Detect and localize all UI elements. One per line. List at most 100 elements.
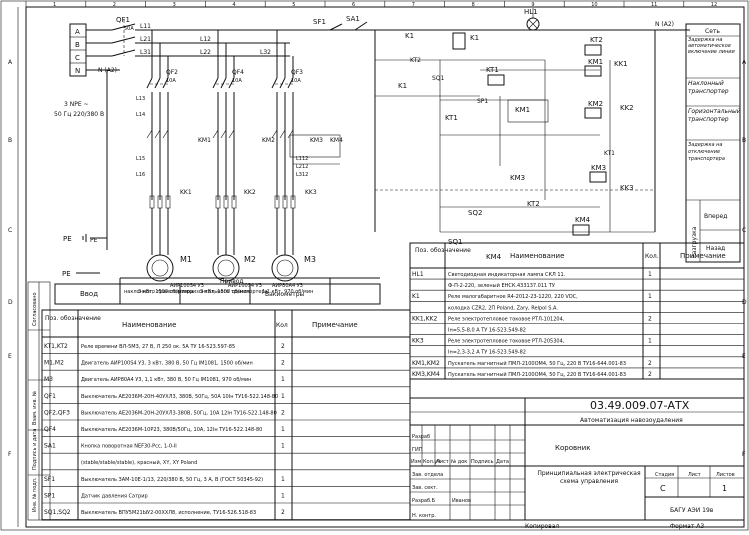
km3-label: KM3 (591, 164, 606, 172)
ltable-pos: SP1 (44, 492, 55, 499)
panel-back: Назад (706, 245, 725, 252)
rtable-pos: KK1,KK2 (412, 315, 437, 322)
panel-horiz: Горизонтальный транспортер (688, 108, 740, 123)
rtable-name: Iн=2,3-3,2 А ТУ 16-523.549-82 (448, 350, 526, 356)
motor-m3 (271, 254, 299, 282)
column-label: 1 (53, 2, 56, 8)
km4-label: KM4 (575, 216, 591, 224)
ltable-name: Двигатель АИР100S4 У3, 3 кВт, 380 В, 50 … (81, 361, 253, 367)
wire-label: L13 (136, 96, 145, 102)
ltable-name: Выключатель ЗАМ-10Е-1/13, 220/380 В, 50 … (81, 477, 263, 483)
row-label-a-right: A (742, 59, 747, 66)
rev-col: Подпись (471, 459, 494, 465)
ltable-pos: QF4 (44, 426, 56, 433)
panel-incline: Наклонный транспортер (688, 80, 729, 95)
column-label: 6 (352, 2, 355, 8)
panel-forward: Вперед (704, 213, 727, 220)
km3-branch: KM3 (310, 137, 323, 144)
function-panel: Сеть Задержка на автоматическое включени… (685, 23, 741, 263)
ltable-pos: SF1 (44, 476, 55, 483)
panel-net: Сеть (705, 28, 720, 35)
wire-l32: L32 (260, 49, 271, 56)
role-label: Зав. отдела (412, 472, 443, 478)
ltable-pos: KT1,KT2 (44, 343, 68, 350)
m1-spec: АИР100S4 У3 (170, 283, 204, 289)
ltable-name: Выключатель АЕ2036М-10Р23, 380В/50Гц, 10… (81, 427, 262, 433)
supply-spec: 3 NPE ~ (64, 101, 89, 108)
ltable-name: Датчик давления Сатрир (81, 493, 148, 499)
role-label: Разраб (412, 434, 430, 440)
ltable-h-note: Примечание (312, 321, 358, 329)
km4-contact: KM4 (486, 253, 502, 261)
ltable-name: Кнопка поворотная NEF30-Pcc, 1-0-II (81, 444, 177, 450)
drive-cell-horiz: горизонтального транспортера (184, 289, 268, 295)
k1-coil (452, 32, 466, 50)
ltable-name: Реле времени ВЛ-5М3, 27 В, Л 250 ок. 5А … (81, 344, 235, 350)
drawing-title: Принципиальная электрическая схема управ… (537, 470, 641, 485)
row-label-f: F (8, 451, 12, 458)
motor-m2 (212, 254, 240, 282)
ltable-qty: 2 (281, 343, 285, 350)
wire-l12: L12 (200, 36, 211, 43)
ltable-qty: 2 (281, 409, 285, 416)
organization-label: Коровник (555, 444, 590, 452)
sa1-label: SA1 (346, 15, 360, 23)
sq2-label: SQ2 (468, 209, 482, 217)
stamp-agreed: Согласовано (32, 292, 38, 326)
ltable-h-name: Наименование (122, 321, 176, 329)
column-label: 10 (591, 2, 597, 8)
column-label: 4 (232, 2, 235, 8)
m3-spec2: 1,1 кВт, 970 об/мин (262, 289, 313, 295)
kt2-label: KT2 (590, 36, 603, 44)
rtable-qty: 1 (648, 293, 652, 300)
hl1-label: HL1 (524, 8, 538, 16)
wire-label: L112 (296, 156, 308, 162)
side-stamp: Инв. № подл. Подпись и дата Взам. инв. №… (27, 281, 51, 521)
drive-cell-input: Ввод (80, 290, 98, 298)
m2-spec2: 3 кВт, 1500 об/мин (200, 289, 250, 295)
stamp-sign: Подпись и дата (32, 429, 38, 470)
ltable-qty: 1 (281, 476, 285, 483)
drive-table: Привод Ввод наклонного транспортера гори… (54, 277, 381, 305)
ltable-h-pos: Поз. обозначение (45, 315, 101, 322)
column-label: 11 (651, 2, 657, 8)
column-label: 7 (412, 2, 415, 8)
wire-label: L15 (136, 156, 145, 162)
qf-branch-label: QF3 (291, 69, 303, 76)
qf1-label: QF1 (116, 16, 130, 24)
ltable-qty: 1 (281, 426, 285, 433)
pe-label-2: PE (62, 270, 71, 278)
role-label: Зав. сект. (412, 485, 438, 491)
ltable-name: Двигатель АИР80А4 У3, 1,1 кВт, 380 В, 50… (81, 377, 251, 383)
motor-m1 (146, 254, 174, 282)
qf-branch-rating: 10A (166, 78, 176, 84)
doc-number: 03.49.009.07-АТХ (590, 399, 690, 412)
rtable-name: Светодиодная индикаторная лампа СКЛ 11. (448, 272, 566, 278)
wire-l11: L11 (140, 23, 151, 30)
title-block: 03.49.009.07-АТХ Автоматизация навозоуда… (409, 397, 745, 530)
rtable-pos: K1 (412, 293, 420, 300)
wire-label: L14 (136, 112, 145, 118)
rtable-qty: 1 (648, 271, 652, 278)
rtable-name: Реле электротепловое токовое РТЛ-101204, (448, 316, 565, 322)
role-label: Н. контр. (412, 513, 436, 519)
wire-l22: L22 (200, 49, 211, 56)
sp1-label: SP1 (477, 98, 488, 105)
m3-label: M3 (304, 255, 316, 264)
rtable-pos: HL1 (412, 271, 424, 278)
rev-col: Дата (496, 459, 509, 465)
sheets-label: Листов (716, 472, 735, 478)
supply-spec2: 50 Гц 220/380 В (54, 111, 104, 118)
role-name: Иванов (452, 498, 471, 504)
kt1-contact: KT1 (604, 150, 615, 157)
row-label-c-right: C (742, 227, 746, 234)
column-label: 12 (711, 2, 717, 8)
m2-label: M2 (244, 255, 256, 264)
rtable-name: Пускатель магнитный ПМЛ-2100ОМ4, 50 Гц, … (448, 360, 626, 367)
rev-col: Лист (436, 459, 449, 465)
rtable-name: Реле электротепловое токовое РТЛ-205304, (448, 339, 565, 345)
qf-branch-label: QF2 (166, 69, 178, 76)
